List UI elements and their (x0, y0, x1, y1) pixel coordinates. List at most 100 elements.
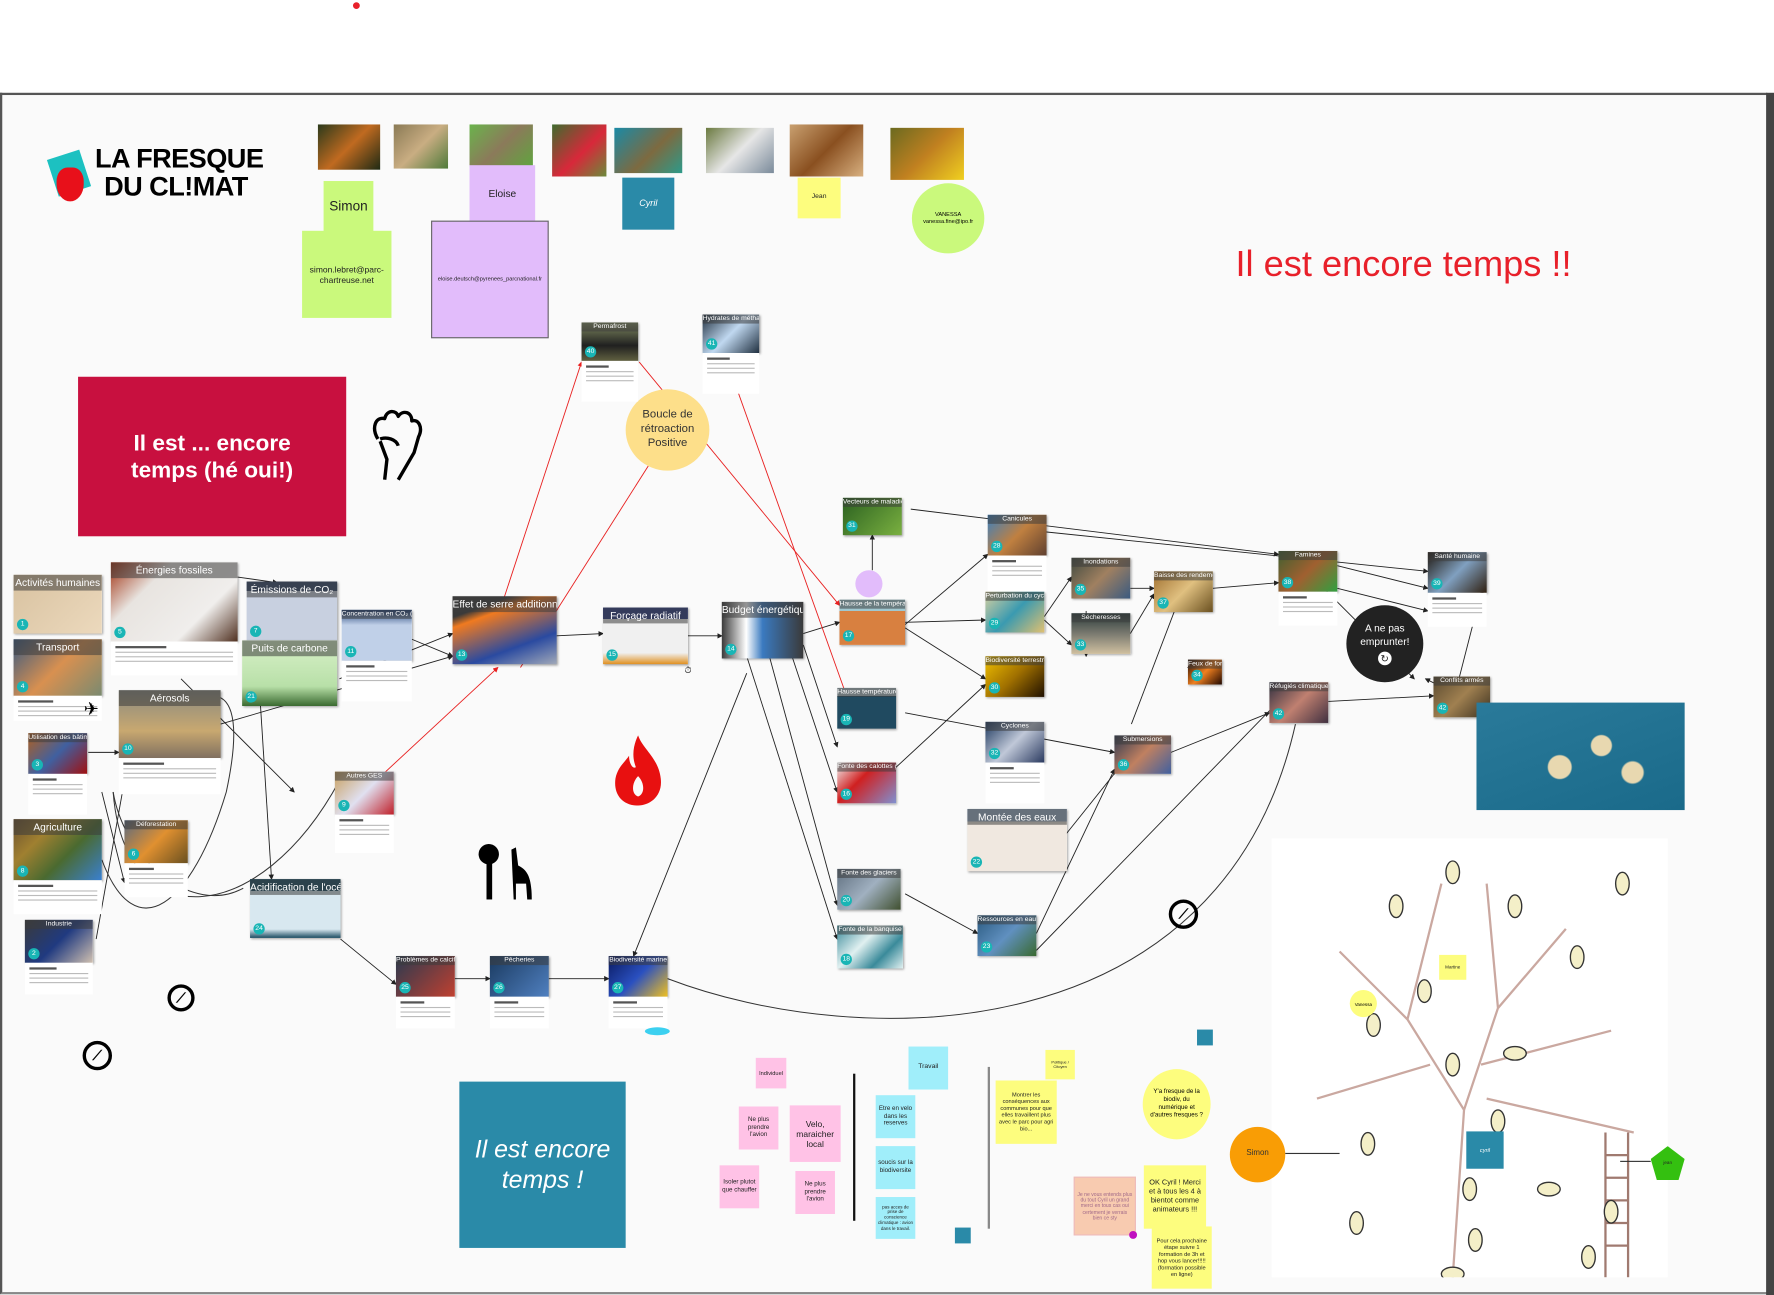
tree-sticky-simon[interactable]: Simon (1229, 1126, 1286, 1183)
sticky-name-simon[interactable]: Simon (323, 181, 374, 232)
card-title: Baisse des rendements agricoles (1154, 571, 1213, 581)
climate-card[interactable]: Fonte des calottes glaciaires16 (837, 762, 897, 804)
stopwatch-icon[interactable]: ⟋ (167, 984, 195, 1012)
stopwatch-icon[interactable]: ⟋ (1168, 899, 1199, 929)
sticky-velo-maraicher[interactable]: Velo, maraicher local (789, 1105, 841, 1162)
fish-icon (644, 1027, 670, 1036)
sticky-name-eloise[interactable]: Eloise (469, 165, 536, 222)
sticky-fresque-biodiv[interactable]: Y'a fresque de la biodiv, du numérique e… (1142, 1069, 1211, 1140)
climate-card[interactable]: Acidification de l'océan24 (250, 879, 341, 938)
card-number-badge: 26 (493, 982, 505, 994)
climate-card[interactable]: Hausse température de l'eau19 (837, 687, 897, 729)
climate-card[interactable]: Concentration en CO₂ (ppm)11 (341, 609, 412, 661)
sticky-soucis-biodiv[interactable]: soucis sur la biodiversite (875, 1146, 916, 1190)
sticky-travail[interactable]: Travail (908, 1046, 949, 1090)
sticky-velo-reserves[interactable]: Etre en velo dans les reserves (875, 1095, 916, 1139)
tree-sticky-cyril[interactable]: cyril (1466, 1131, 1504, 1169)
scrollbar[interactable] (1766, 92, 1774, 1295)
sticky-ok-cyril[interactable]: OK Cyril ! Merci et à tous les 4 à bient… (1143, 1165, 1207, 1229)
card-number-badge: 27 (612, 982, 624, 994)
sticky-name-jean[interactable]: Jean (797, 177, 841, 219)
animal-hedgehog-image (469, 124, 533, 168)
banner-encore-temps-crimson[interactable]: Il est ... encore temps (hé oui!) (78, 376, 347, 537)
do-not-take-circle[interactable]: A ne pas emprunter! ↻ (1346, 605, 1424, 683)
stopwatch-icon[interactable]: ⟋ (82, 1040, 113, 1071)
teal-square-marker[interactable] (1197, 1029, 1213, 1046)
sticky-je-ne-vous[interactable]: Je ne vous entends plus du tout Cyril un… (1073, 1176, 1136, 1236)
sticky-montrer[interactable]: Montrer les conséquences aux communes po… (995, 1080, 1057, 1144)
banner-encore-temps-teal[interactable]: Il est encore temps ! (459, 1081, 626, 1248)
climate-card[interactable]: Hydrates de méthane41 (702, 314, 760, 353)
card-number-badge: 1 (16, 618, 29, 631)
tree-sticky-martine[interactable]: Martine (1439, 954, 1467, 980)
card-caption (1278, 591, 1338, 626)
climate-card[interactable]: Utilisation des bâtiments3 (28, 733, 88, 774)
climate-card[interactable]: Hausse de la température17 (839, 599, 906, 645)
sticky-pas-acces[interactable]: pas acces de prise de conscience climati… (875, 1197, 916, 1239)
card-title: Activités humaines (13, 574, 102, 591)
vanessa-email: vanessa.fine@ipo.fr (923, 218, 974, 226)
card-title: Biodiversité terrestre (985, 656, 1045, 666)
sticky-individuel[interactable]: Individuel (755, 1057, 787, 1089)
sticky-vanessa[interactable]: VANESSA vanessa.fine@ipo.fr (911, 183, 985, 254)
card-title: Fonte des glaciers (837, 868, 901, 878)
tree-sticky-vanessa[interactable]: Vanessa (1349, 989, 1377, 1018)
sticky-ne-plus-avion-2[interactable]: Ne plus prendre l'avion (795, 1170, 835, 1214)
climate-card[interactable]: Perturbation du cycle de l'eau29 (985, 591, 1045, 633)
climate-card[interactable]: Baisse des rendements agricoles37 (1154, 571, 1213, 613)
climate-card[interactable]: Ressources en eau douce23 (977, 915, 1037, 957)
logo-line1: LA FRESQUE (95, 143, 264, 175)
sticky-email-simon[interactable]: simon.lebret@parc-chartreuse.net (302, 230, 392, 318)
teal-square-marker[interactable] (954, 1227, 971, 1244)
sticky-name-cyril[interactable]: Cyril (622, 177, 675, 230)
feedback-loop-circle[interactable]: Boucle de rétroaction Positive (625, 389, 710, 471)
artificial-islands-image (1476, 702, 1685, 811)
lilac-dot-marker[interactable] (855, 570, 883, 598)
sticky-pour-cela[interactable]: Pour cela prochaine étape suivre 1 forma… (1151, 1226, 1212, 1289)
climate-card[interactable]: Problèmes de calcification25 (395, 956, 455, 997)
sticky-email-eloise[interactable]: eloise.deutsch@pyrenees_parcnational.fr (431, 220, 549, 339)
climate-card[interactable]: Activités humaines 1 (13, 574, 102, 634)
card-number-badge: 38 (1281, 577, 1294, 589)
card-title: Puits de carbone (242, 640, 338, 657)
climate-card[interactable]: Feux de forêt34 (1187, 659, 1222, 685)
sticky-ne-plus-avion[interactable]: Ne plus prendre l'avion (738, 1106, 779, 1150)
card-title: Acidification de l'océan (250, 879, 341, 895)
card-caption (702, 352, 760, 394)
sticky-politique-citoyen[interactable]: Politique / Citoyen (1045, 1049, 1075, 1080)
card-number-badge: 40 (584, 346, 597, 358)
tree-giraffe-icon (478, 844, 532, 900)
divider-line (853, 1073, 856, 1221)
stopwatch-small-icon[interactable]: ⏱ (684, 665, 692, 676)
sticky-isoler[interactable]: Isoler plutot que chauffer (719, 1165, 760, 1209)
